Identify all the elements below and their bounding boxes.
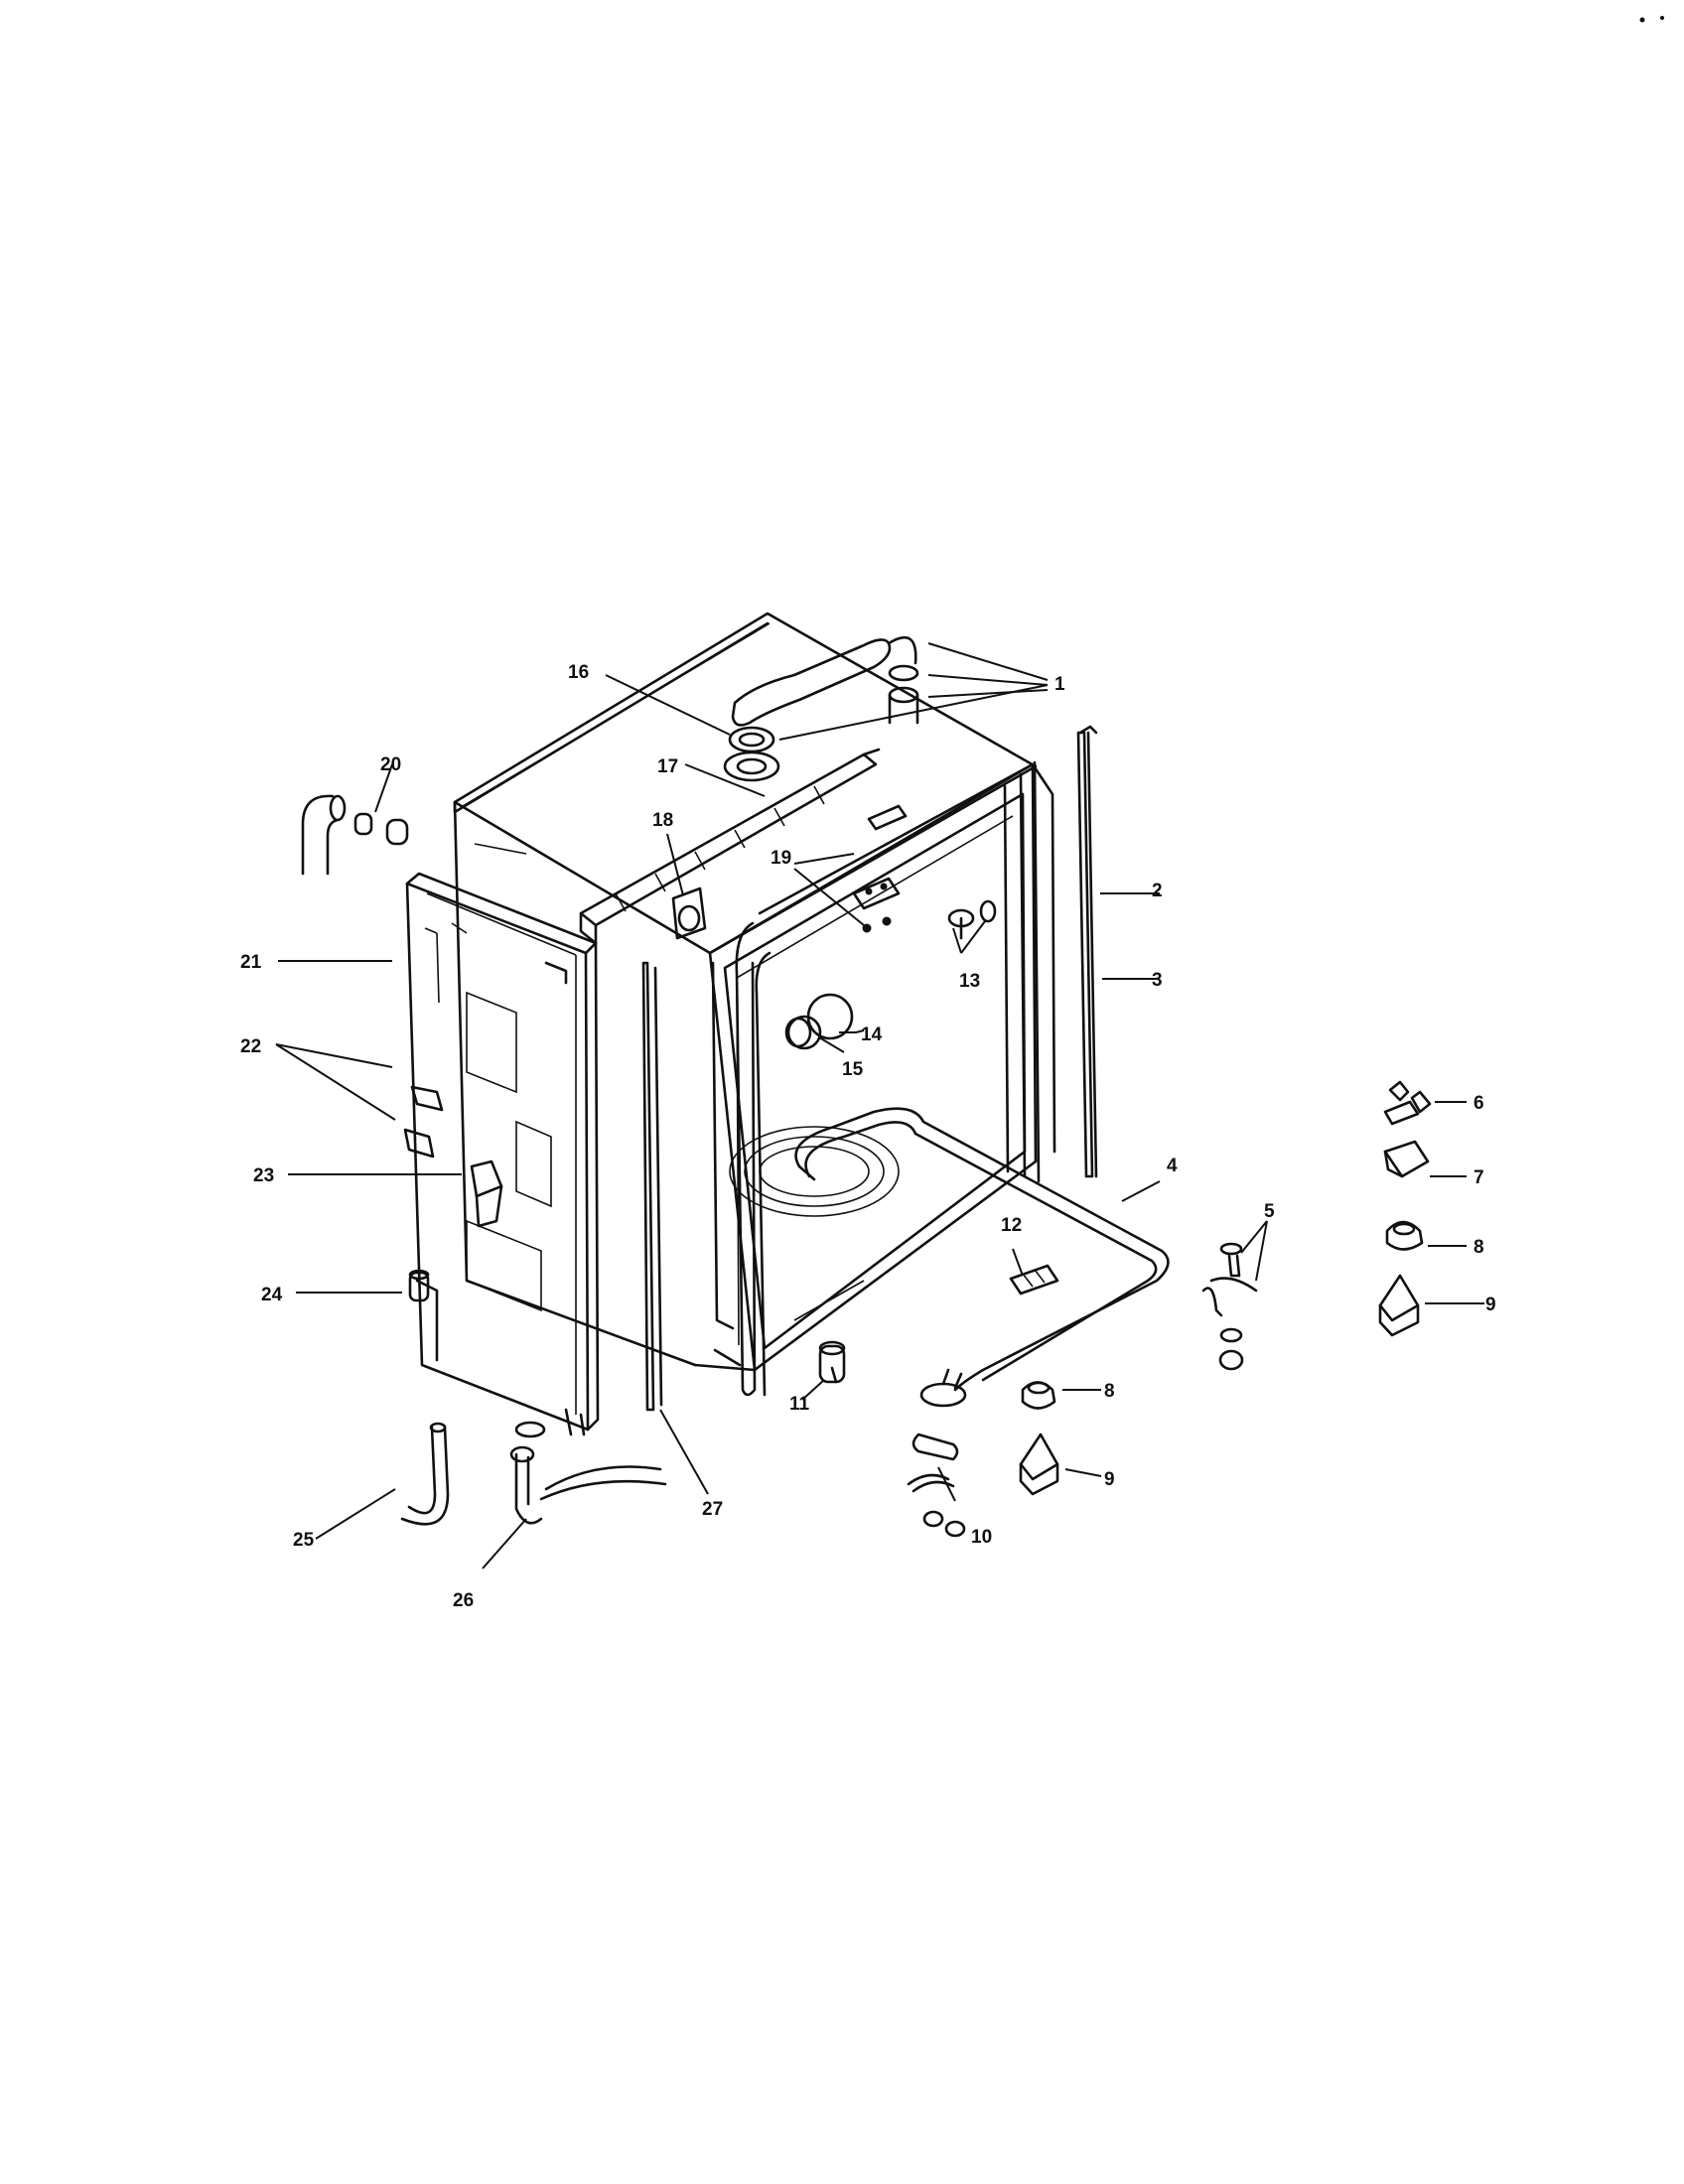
callout-3: 3 (1152, 970, 1163, 991)
heating-element-4 (794, 1107, 1170, 1408)
switch-22 (403, 1085, 444, 1159)
callout-18: 18 (652, 810, 673, 831)
callout-20: 20 (380, 754, 401, 775)
side-panel-21 (405, 872, 600, 1438)
connector-24 (408, 1269, 430, 1302)
callout-11: 11 (789, 1394, 810, 1415)
callout-5: 5 (1264, 1201, 1275, 1222)
callout-1: 1 (1054, 674, 1065, 695)
callout-26: 26 (453, 1590, 474, 1611)
strip-27 (641, 961, 663, 1412)
hose-elbow-20 (301, 794, 409, 876)
plate-19 (852, 804, 908, 933)
rail-17 (579, 748, 881, 945)
tub-assembly (453, 612, 1056, 1397)
sensor-23 (470, 1160, 503, 1228)
callout-19: 19 (771, 848, 791, 869)
callout-9-upper: 9 (1485, 1295, 1496, 1315)
callout-4: 4 (1167, 1156, 1178, 1176)
callout-14: 14 (861, 1024, 883, 1045)
callout-8-upper: 8 (1474, 1237, 1484, 1258)
pin-6 (1383, 1080, 1432, 1126)
callout-labels: 1 2 3 4 5 6 7 8 8 9 9 10 11 12 13 14 15 … (240, 662, 1496, 1611)
callout-8-lower: 8 (1104, 1381, 1115, 1402)
callout-13: 13 (959, 971, 980, 992)
scan-speck (1660, 16, 1664, 20)
part-14-15 (784, 993, 854, 1050)
clip-12 (1009, 1264, 1059, 1296)
callout-15: 15 (842, 1059, 864, 1080)
callout-9-lower: 9 (1104, 1469, 1115, 1490)
mount-hardware-10 (907, 1433, 966, 1538)
bracket-18 (671, 887, 707, 940)
foot-9-lower (1019, 1433, 1059, 1496)
upper-spray-pipe (731, 636, 919, 727)
clip-7 (1383, 1140, 1430, 1178)
callout-23: 23 (253, 1165, 274, 1186)
callout-24: 24 (261, 1285, 283, 1305)
callout-6: 6 (1474, 1093, 1484, 1114)
callout-7: 7 (1474, 1167, 1484, 1188)
callout-25: 25 (293, 1530, 315, 1551)
hose-25 (400, 1422, 450, 1526)
callout-17: 17 (657, 756, 678, 777)
screw-5 (1201, 1242, 1258, 1371)
callout-10: 10 (971, 1527, 992, 1548)
nut-8-upper (1385, 1220, 1424, 1251)
callout-27: 27 (702, 1499, 723, 1520)
gasket-2-3 (1076, 725, 1098, 1178)
callout-22: 22 (240, 1036, 261, 1057)
part-13 (947, 899, 997, 940)
nut-8-lower (1021, 1381, 1056, 1410)
spray-ring-16 (723, 726, 780, 782)
leader-lines (275, 642, 1484, 1570)
callout-16: 16 (568, 662, 589, 683)
callout-12: 12 (1001, 1215, 1022, 1236)
callout-2: 2 (1152, 881, 1163, 901)
foot-9-upper (1378, 1274, 1420, 1337)
sensor-11 (818, 1340, 846, 1384)
callout-21: 21 (240, 952, 262, 973)
scan-speck (1639, 17, 1645, 23)
hose-26 (509, 1445, 667, 1525)
